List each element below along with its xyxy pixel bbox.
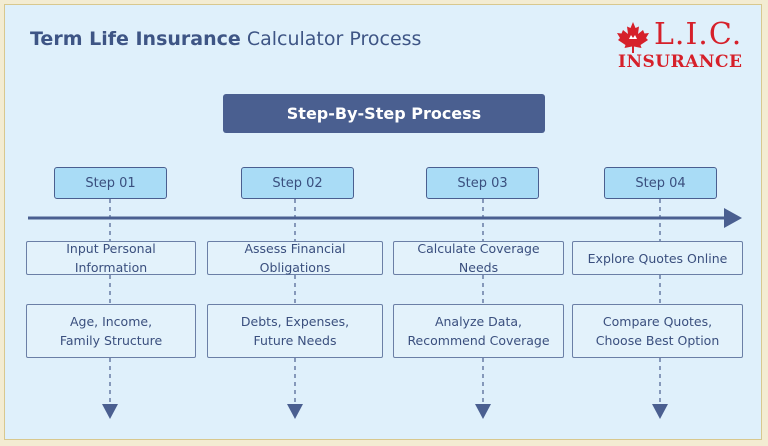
step-1-detail-line1: Age, Income, (69, 314, 153, 329)
step-1-detail: Age, Income, Family Structure (26, 304, 196, 358)
down-arrow-step-4 (652, 404, 668, 419)
step-2-label: Step 02 (241, 167, 354, 199)
step-3-detail-line1: Analyze Data, (434, 314, 523, 329)
step-4-label: Step 04 (604, 167, 717, 199)
step-4-detail-line2: Choose Best Option (595, 333, 720, 348)
step-2-detail-line2: Future Needs (253, 333, 337, 348)
maple-leaf-icon (617, 22, 649, 53)
step-2-detail: Debts, Expenses, Future Needs (207, 304, 383, 358)
step-1-label: Step 01 (54, 167, 167, 199)
down-arrow-step-2 (287, 404, 303, 419)
timeline-arrow-head (724, 208, 742, 228)
down-arrow-step-1 (102, 404, 118, 419)
logo-insurance-text: INSURANCE (618, 52, 743, 72)
step-2-action: Assess Financial Obligations (207, 241, 383, 275)
title-rest: Calculator Process (240, 28, 422, 50)
step-4-detail-line1: Compare Quotes, (602, 314, 713, 329)
diagram-frame (4, 4, 762, 440)
lic-logo: L.I.C. INSURANCE (616, 18, 748, 74)
step-1-detail-line2: Family Structure (59, 333, 163, 348)
step-4-action: Explore Quotes Online (572, 241, 743, 275)
page-title: Term Life Insurance Calculator Process (30, 28, 421, 50)
step-1-action: Input Personal Information (26, 241, 196, 275)
title-bold: Term Life Insurance (30, 28, 241, 50)
logo-lic-text: L.I.C. (654, 17, 743, 52)
step-3-action: Calculate Coverage Needs (393, 241, 564, 275)
step-3-label: Step 03 (426, 167, 539, 199)
step-3-detail: Analyze Data, Recommend Coverage (393, 304, 564, 358)
down-arrow-step-3 (475, 404, 491, 419)
process-banner: Step-By-Step Process (223, 94, 545, 133)
step-3-detail-line2: Recommend Coverage (407, 333, 550, 348)
step-2-detail-line1: Debts, Expenses, (240, 314, 350, 329)
step-4-detail: Compare Quotes, Choose Best Option (572, 304, 743, 358)
